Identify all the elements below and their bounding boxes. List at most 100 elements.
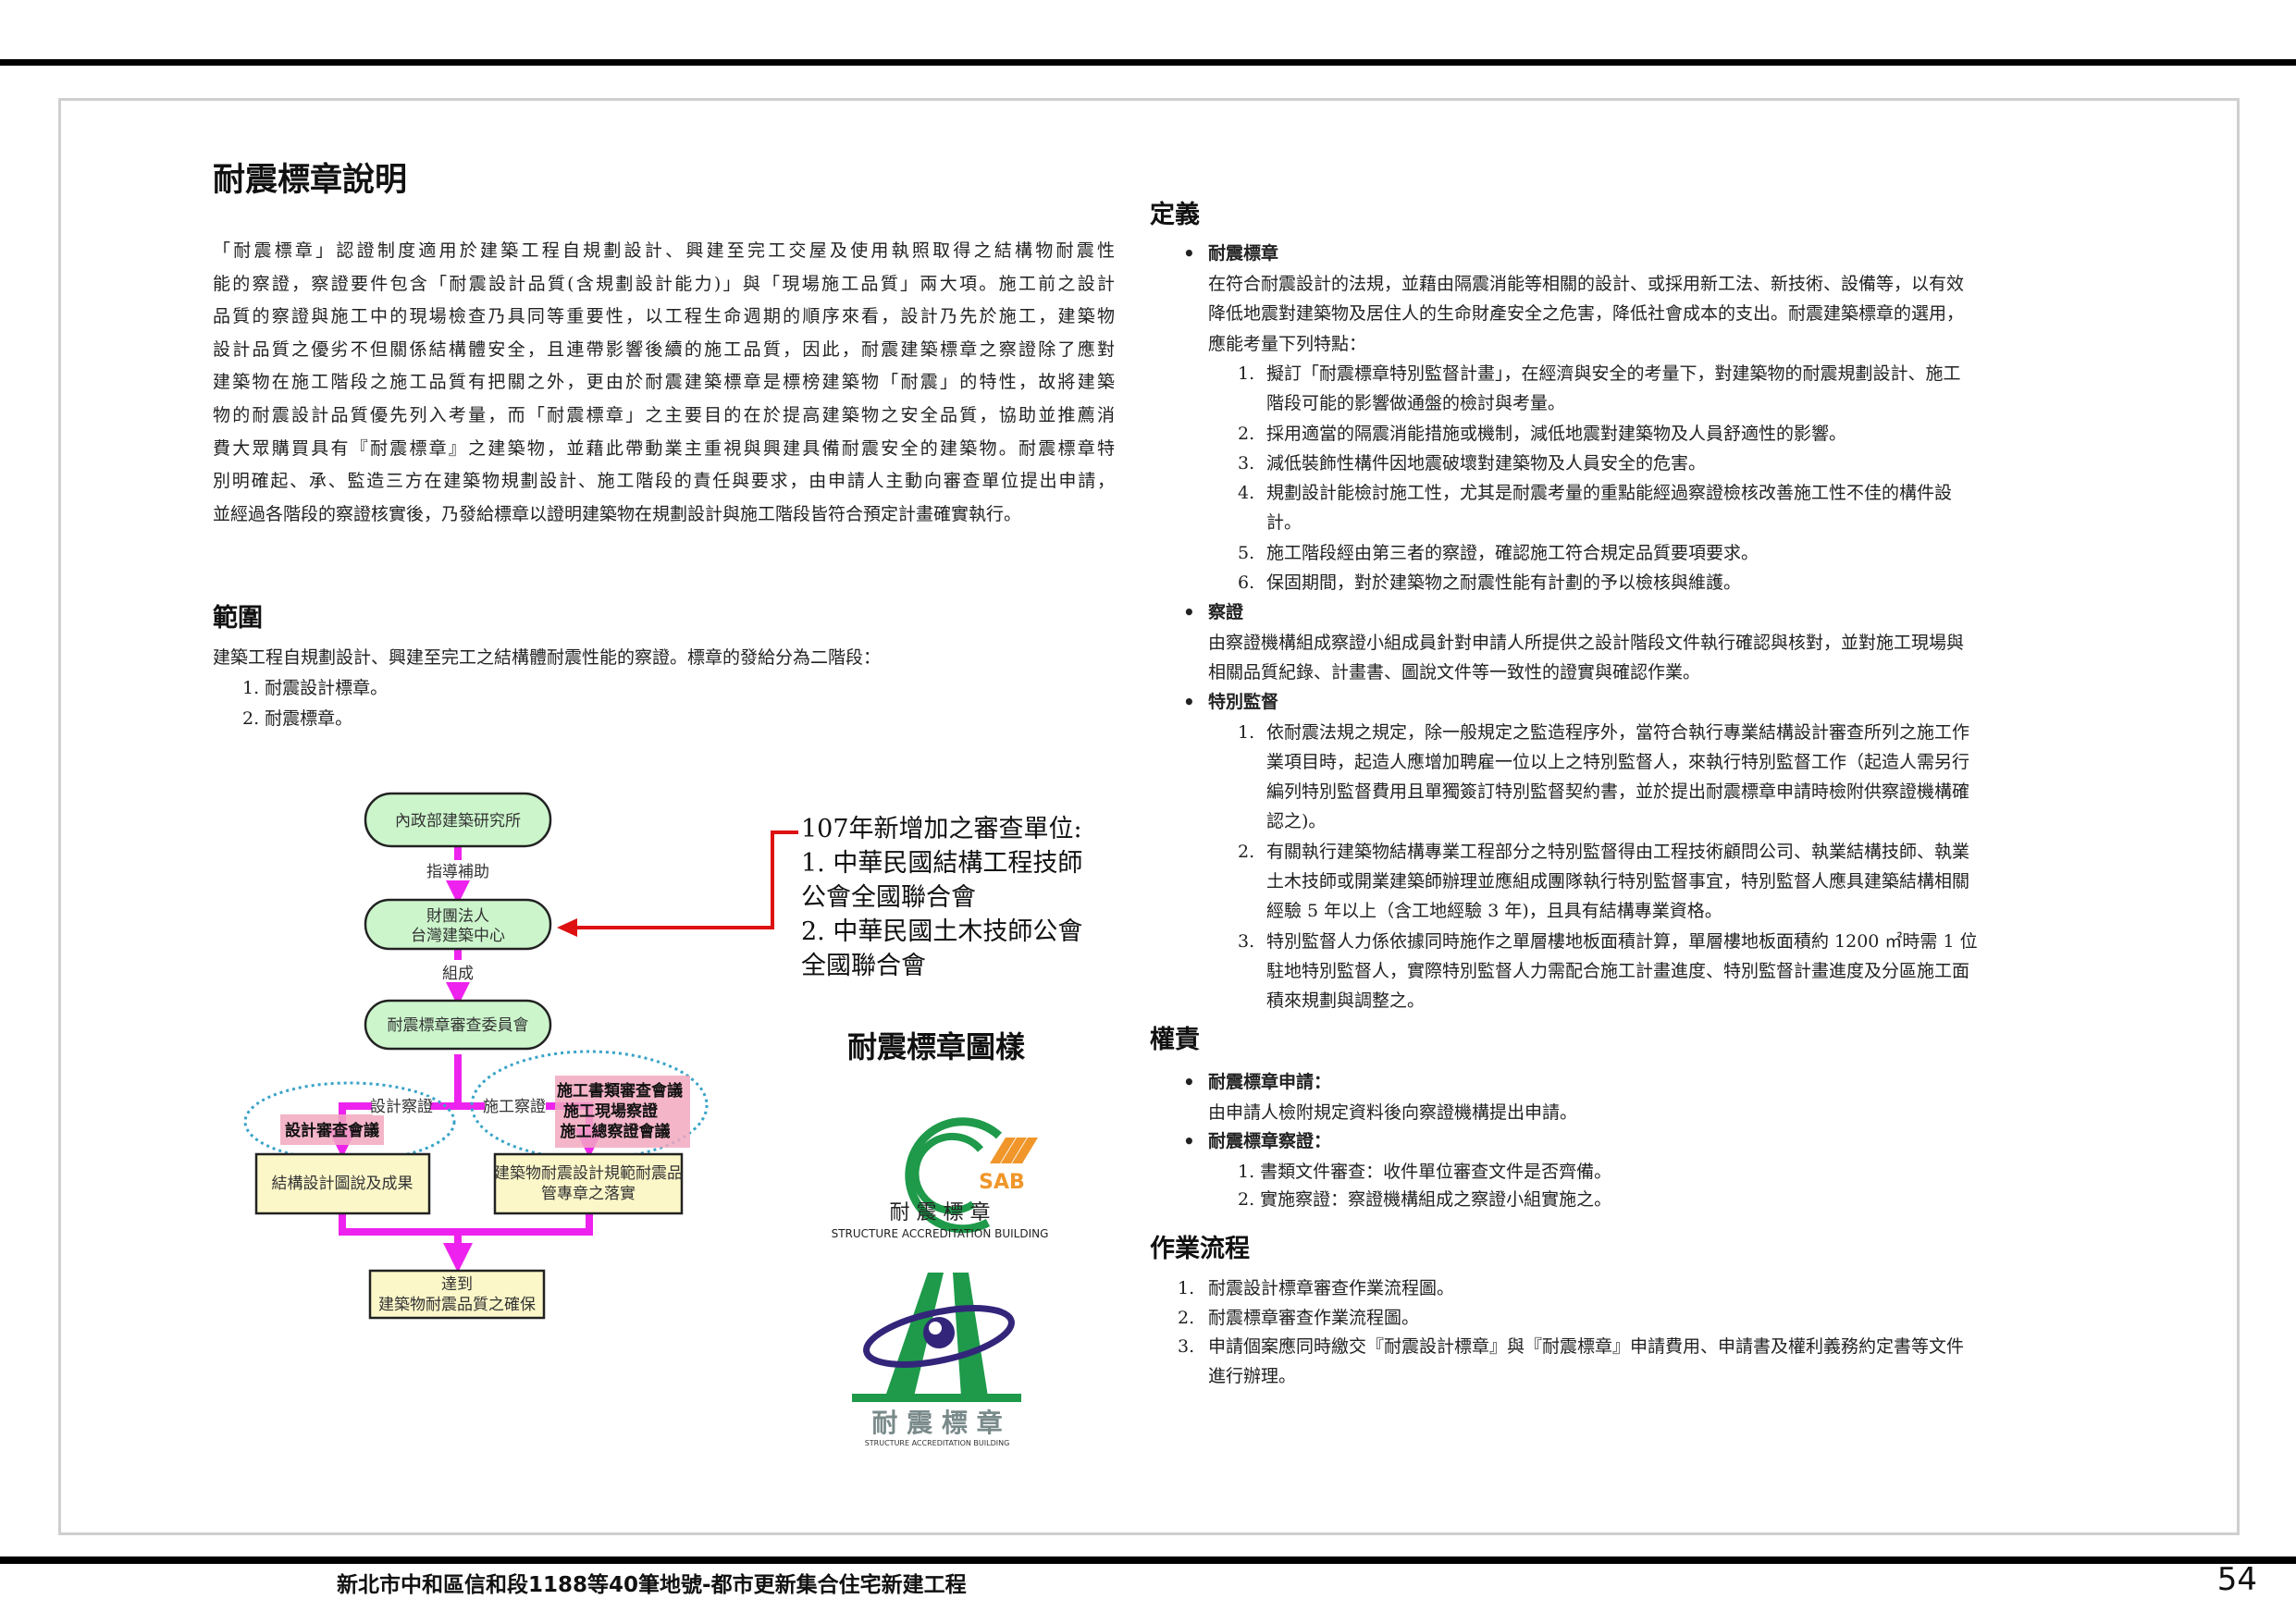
node-construction-result-label: 管專章之落實: [541, 1185, 636, 1203]
definition-text: 由察證機構組成察證小組成員針對申請人所提供之設計階段文件執行確認與核對，並對施工…: [1208, 632, 1965, 653]
list-item-text: 經驗 5 年以上（含工地經驗 3 年)，且具有結構專業資格。: [1266, 901, 1722, 922]
sab-mark-text: SAB: [979, 1171, 1025, 1194]
intro-line: 費大眾購買具有『耐震標章』之建築物，並藉此帶動業主重視與興建具備耐震安全的建築物…: [213, 437, 1115, 459]
definition-bullet-title: 耐震標章: [1208, 243, 1279, 264]
list-item-text: 土木技師或開業建築師辦理並應組成團隊執行特別監督事宜，特別監督人應具建築結構相關: [1266, 871, 1970, 892]
rights-bullet-title: 耐震標章察證：: [1208, 1131, 1332, 1151]
scope-item: 2. 耐震標章。: [242, 708, 353, 729]
logo2-cn-text: 耐 震 標 章: [871, 1408, 1002, 1438]
red-callout-arrow: [574, 830, 798, 929]
list-item-text: 積來規劃與調整之。: [1266, 990, 1426, 1012]
list-item-text: 有關執行建築物結構專業工程部分之特別監督得由工程技術顧問公司、執業結構技師、執業: [1266, 841, 1970, 862]
intro-line: 物的耐震設計品質優先列入考量，而「耐震標章」之主要目的在於提高建築物之安全品質，…: [213, 404, 1115, 425]
top-rule: [0, 59, 2296, 66]
intro-line: 設計品質之優劣不但關係結構體安全，且連帶影響後續的施工品質，因此，耐震建築標章之…: [213, 338, 1115, 360]
node-design-result: [254, 1152, 431, 1215]
new-units-line: 1. 中華民國結構工程技師: [801, 849, 1083, 878]
list-item-text: 編列特別監督費用且單獨簽訂特別監督契約書，並於提出耐震標章申請時檢附供察證機構確: [1266, 781, 1970, 803]
rights-heading: 權責: [1150, 1026, 1200, 1054]
node-final-label: 建築物耐震品質之確保: [378, 1296, 536, 1314]
list-item-text: 特別監督人力係依據同時施作之單層樓地板面積計算，單層樓地板面積約 1200 ㎡時…: [1266, 930, 1978, 952]
list-item-text: 耐震設計標章審查作業流程圖。: [1208, 1278, 1455, 1298]
bullet-icon: •: [1183, 1130, 1195, 1152]
list-item-text: 2. 實施察證：察證機構組成之察證小組實施之。: [1238, 1189, 1612, 1210]
red-arrowhead-icon: [557, 918, 577, 937]
design-meeting-label: 設計審查會議: [285, 1121, 379, 1140]
new-units-callout: 107年新增加之審查單位: 1. 中華民國結構工程技師 公會全國聯合會 2. 中…: [801, 812, 1082, 983]
scope-text: 建築工程自規劃設計、興建至完工之結構體耐震性能的察證。標章的發給分為二階段：: [213, 647, 882, 668]
list-number: 6.: [1238, 572, 1255, 593]
page-title: 耐震標章說明: [213, 162, 408, 199]
list-number: 2.: [1238, 841, 1255, 862]
list-item-text: 減低裝飾性構件因地震破壞對建築物及人員安全的危害。: [1266, 452, 1707, 474]
list-item-text: 擬訂「耐震標章特別監督計畫」，在經濟與安全的考量下，對建築物的耐震規劃設計、施工: [1266, 363, 1961, 384]
scope-item: 1. 耐震設計標章。: [242, 678, 389, 698]
list-number: 3.: [1238, 452, 1255, 474]
definition-text: 在符合耐震設計的法規，並藉由隔震消能等相關的設計、或採用新工法、新技術、設備等，…: [1208, 274, 1965, 294]
edge-form-label: 組成: [442, 965, 474, 983]
node-committee-label: 耐震標章審查委員會: [388, 1016, 529, 1035]
list-item-text: 計。: [1266, 512, 1302, 534]
logo2-en-text: STRUCTURE ACCREDITATION BUILDING: [865, 1439, 1010, 1447]
list-item-text: 採用適當的隔震消能措施或機制，減低地震對建築物及人員舒適性的影響。: [1266, 423, 1847, 444]
list-item-text: 階段可能的影響做通盤的檢討與考量。: [1266, 393, 1566, 414]
node-design-result-label: 結構設計圖說及成果: [272, 1175, 414, 1193]
page-number: 54: [2216, 1561, 2257, 1598]
list-item-text: 申請個案應同時繳交『耐震設計標章』與『耐震標章』申請費用、申請書及權利義務約定書…: [1208, 1336, 1965, 1357]
intro-line: 品質的察證與施工中的現場檢查乃具同等重要性，以工程生命週期的順序來看，設計乃先於…: [213, 306, 1115, 327]
list-number: 3.: [1178, 1336, 1195, 1357]
node-abri-label: 內政部建築研究所: [395, 812, 521, 830]
new-units-title: 107年新增加之審查單位:: [801, 815, 1082, 843]
new-units-line: 公會全國聯合會: [801, 883, 976, 912]
workflow-heading: 作業流程: [1150, 1235, 1250, 1263]
list-number: 1.: [1238, 721, 1255, 743]
rights-bullet-title: 耐震標章申請：: [1208, 1072, 1332, 1092]
list-item-text: 依耐震法規之規定，除一般規定之監造程序外，當符合執行專業結構設計審查所列之施工作: [1266, 721, 1970, 743]
bullet-icon: •: [1183, 242, 1195, 265]
list-number: 2.: [1238, 423, 1255, 444]
bullet-icon: •: [1183, 1071, 1195, 1093]
footer-project-title: 新北市中和區信和段1188等40筆地號-都市更新集合住宅新建工程: [337, 1573, 967, 1597]
logo-heading: 耐震標章圖樣: [847, 1029, 1026, 1064]
node-construction-result-label: 建築物耐震設計規範耐震品: [494, 1164, 683, 1183]
list-item-text: 業項目時，起造人應增加聘雇一位以上之特別監督人，來執行特別監督工作（起造人需另行: [1266, 751, 1970, 772]
node-construction-result: [493, 1152, 684, 1215]
logo1-en-text: STRUCTURE ACCREDITATION BUILDING: [832, 1227, 1049, 1240]
list-number: 2.: [1178, 1307, 1195, 1328]
footer-rule: [0, 1556, 2296, 1564]
definition-bullet-title: 特別監督: [1208, 692, 1279, 713]
list-number: 1.: [1238, 363, 1255, 384]
list-item-text: 駐地特別監督人，實際特別監督人力需配合施工計畫進度、特別監督計畫進度及分區施工面: [1266, 960, 1970, 981]
new-units-line: 全國聯合會: [801, 952, 926, 980]
node-abri: [364, 792, 552, 848]
node-committee: [364, 999, 552, 1051]
intro-line: 建築物在施工階段之施工品質有把關之外，更由於耐震建築標章是標榜建築物「耐震」的特…: [213, 372, 1115, 393]
bullet-icon: •: [1183, 601, 1195, 624]
page-frame: [58, 98, 2240, 1535]
node-final-label: 達到: [441, 1275, 473, 1294]
bullet-icon: •: [1183, 691, 1195, 714]
definition-text: 應能考量下列特點：: [1208, 333, 1367, 354]
list-number: 4.: [1238, 483, 1255, 504]
definition-text: 相關品質紀錄、計畫書、圖說文件等一致性的證實與確認作業。: [1208, 661, 1701, 683]
node-tabc: [364, 898, 552, 951]
definition-bullet-title: 察證: [1208, 602, 1244, 623]
edge-guidance-label: 指導補助: [426, 863, 489, 881]
list-item-text: 進行辦理。: [1208, 1365, 1297, 1386]
list-number: 1.: [1178, 1278, 1195, 1298]
construction-meeting-label: 施工書類審查會議: [557, 1081, 683, 1101]
definition-heading: 定義: [1150, 201, 1200, 229]
intro-line: 並經過各階段的察證核實後，乃發給標章以證明建築物在規劃設計與施工階段皆符合預定計…: [213, 503, 1022, 524]
branch-design-label: 設計察證: [370, 1098, 433, 1116]
construction-group-ellipse: [470, 1050, 709, 1161]
a-eye-logo: 耐 震 標 章 STRUCTURE ACCREDITATION BUILDING: [852, 1273, 1021, 1447]
sab-logo: SAB 耐 震 標 章 STRUCTURE ACCREDITATION BUIL…: [832, 1117, 1049, 1240]
list-item-text: 規劃設計能檢討施工性，尤其是耐震考量的重點能經過察證檢核改善施工性不佳的構件設: [1266, 483, 1953, 504]
list-number: 3.: [1238, 930, 1255, 952]
intro-line: 能的察證，察證要件包含「耐震設計品質(含規劃設計能力)」與「現場施工品質」兩大項…: [213, 273, 1115, 294]
construction-meeting-label: 施工現場察證: [563, 1101, 659, 1121]
new-units-line: 2. 中華民國土木技師公會: [801, 917, 1083, 946]
list-number: 5.: [1238, 542, 1255, 563]
logo1-cn-text: 耐 震 標 章: [890, 1201, 991, 1224]
